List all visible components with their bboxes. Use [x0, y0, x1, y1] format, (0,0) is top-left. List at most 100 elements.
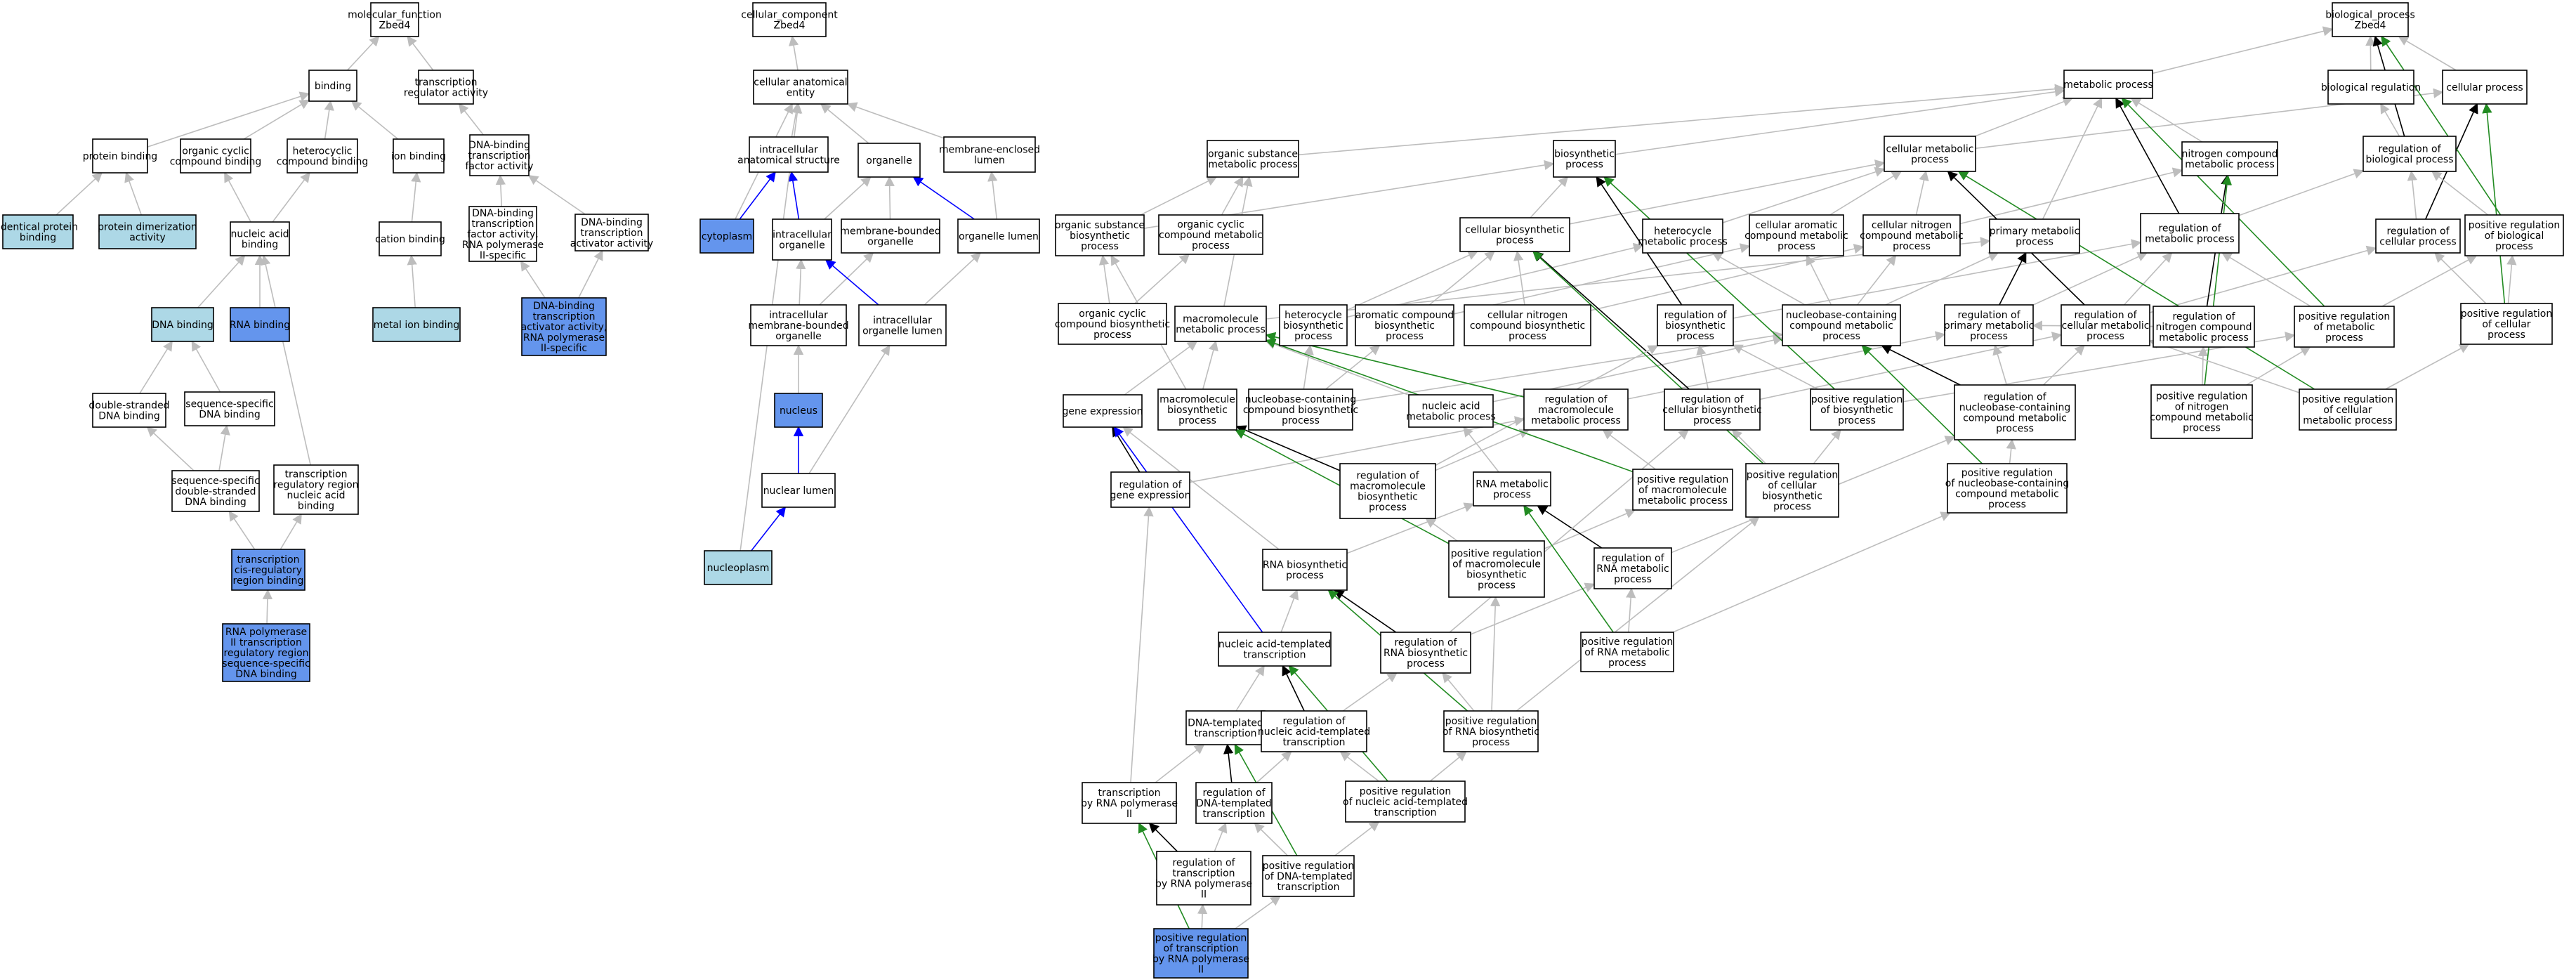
go-term-node-regmacbp[interactable]: regulation ofmacromoleculebiosyntheticpr… [1339, 463, 1436, 519]
go-term-node-regnbcmp[interactable]: regulation ofnucleobase-containingcompou… [1954, 384, 2076, 440]
go-term-node-metproc[interactable]: metabolic process [2063, 70, 2153, 99]
go-term-node-cytoplasm[interactable]: cytoplasm [699, 218, 754, 254]
go-term-node-bioreg[interactable]: biological regulation [2321, 70, 2421, 105]
go-term-node-geneexp[interactable]: gene expression [1063, 394, 1143, 428]
go-term-node-nlumen[interactable]: nuclear lumen [761, 473, 836, 508]
go-term-node-organelle[interactable]: organelle [857, 143, 921, 178]
go-term-node-cationb[interactable]: cation binding [375, 221, 445, 256]
go-term-node-rnab[interactable]: RNA binding [230, 307, 290, 342]
go-term-node-nucleus[interactable]: nucleus [774, 393, 823, 428]
go-term-node-cellproc[interactable]: cellular process [2442, 70, 2528, 105]
go-term-node-dnab[interactable]: DNA binding [151, 307, 214, 342]
go-term-node-binding[interactable]: binding [308, 70, 357, 102]
go-term-node-protbind[interactable]: protein binding [83, 138, 157, 174]
go-term-node-nucleoplasm[interactable]: nucleoplasm [704, 550, 773, 585]
go-term-node-olumen[interactable]: organelle lumen [957, 218, 1040, 254]
go-term-node-metalb[interactable]: metal ion binding [372, 307, 461, 342]
go-term-node-ionb[interactable]: ion binding [391, 138, 446, 174]
